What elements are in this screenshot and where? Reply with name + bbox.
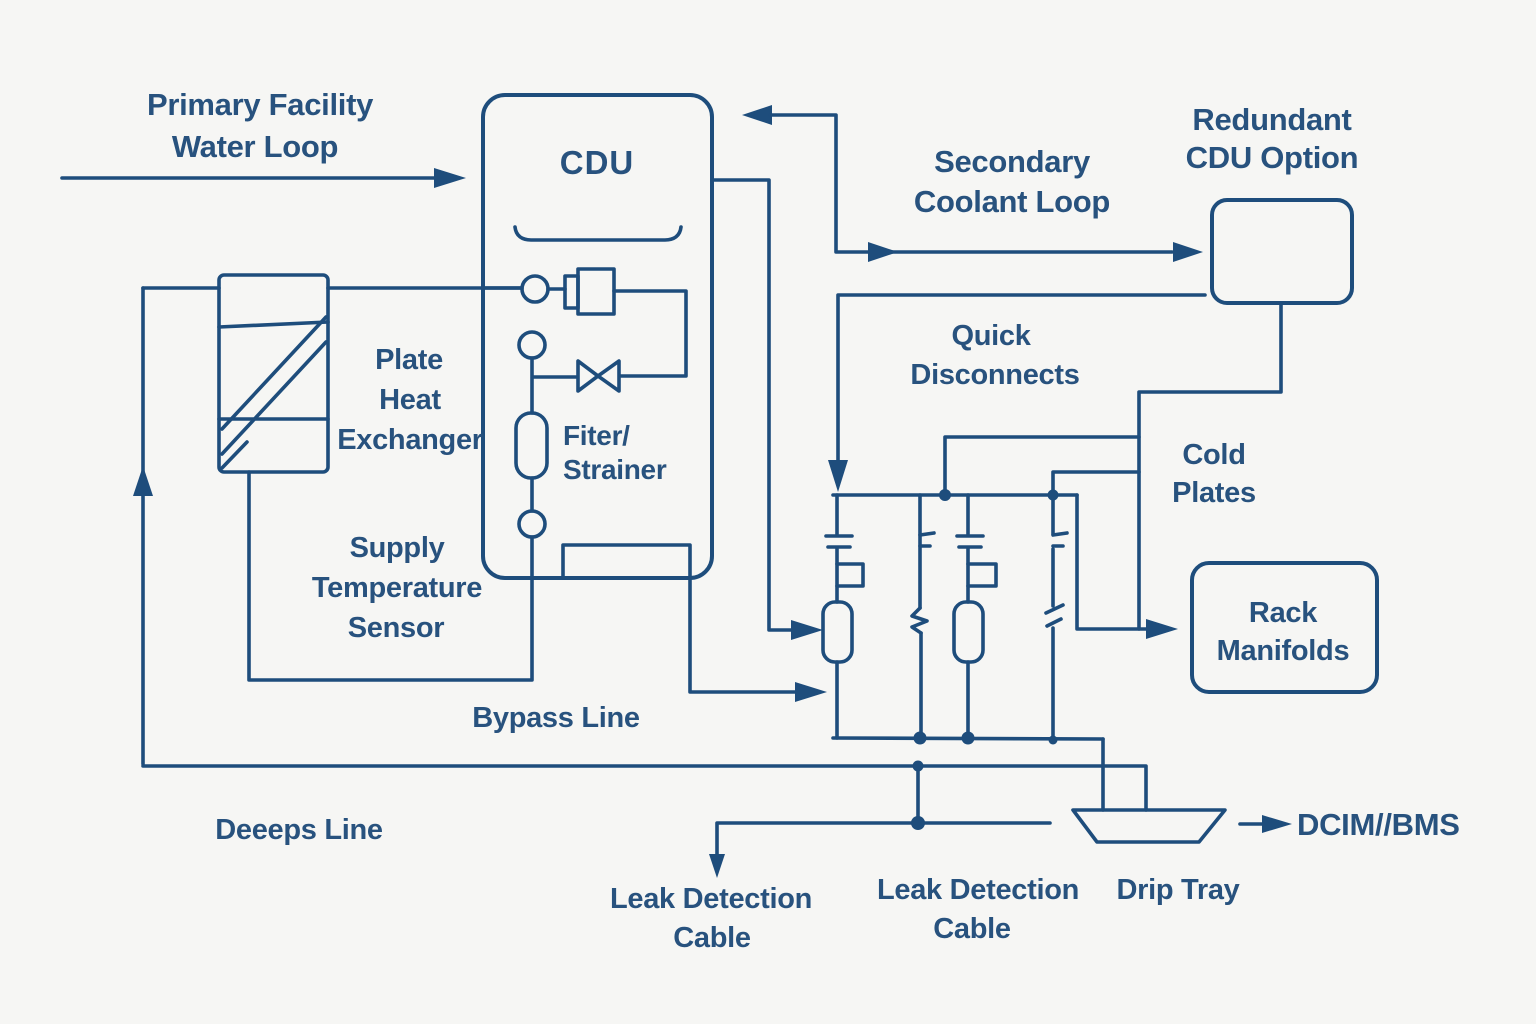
arrow-up-icon (133, 466, 153, 496)
label-drip-tray: Drip Tray (1116, 874, 1239, 906)
arrow-right-icon (434, 168, 466, 188)
junction-dot (1047, 489, 1059, 501)
pump-icon (563, 267, 616, 316)
sensor-circle-icon (517, 509, 547, 539)
arrow-right-icon (1173, 242, 1203, 262)
sensor-circle-icon (517, 330, 547, 360)
label-redundant-cdu-line2: CDU Option (1186, 140, 1359, 175)
cdu-bottom-tab (561, 543, 692, 580)
arrow-right-icon (1146, 619, 1178, 639)
label-cold-plates-line2: Plates (1172, 477, 1256, 509)
sensor-flag-icon (835, 562, 865, 588)
drip-tray-icon (1071, 808, 1227, 844)
label-redundant-cdu-line1: Redundant (1192, 102, 1351, 137)
valve-icon (576, 359, 621, 393)
label-cold-plates-line1: Cold (1182, 439, 1245, 471)
cdu-internals (481, 267, 688, 539)
label-deeeps-line: Deeeps Line (215, 814, 383, 846)
manifold-branch (910, 493, 936, 740)
cdu-smile-curve-icon (513, 225, 683, 242)
cold-plate-link-pipe (943, 435, 1141, 497)
label-plate-hx-line2: Heat (379, 384, 441, 416)
arrow-right-icon (1262, 815, 1292, 833)
label-supply-sensor-line2: Temperature (312, 572, 482, 604)
capsule-icon (821, 600, 854, 664)
dcim-bms-arrow (1238, 815, 1292, 833)
manifold (821, 435, 1178, 812)
label-cdu: CDU (560, 144, 635, 181)
label-plate-hx-line3: Exchanger (337, 424, 483, 456)
junction-dot (961, 731, 975, 745)
leak-detection-cable-pipe (709, 760, 1052, 878)
arrow-down-icon (828, 460, 848, 492)
manifold-to-rack-pipe (1075, 493, 1178, 639)
cdu-supply-to-manifold (710, 178, 823, 640)
primary-water-loop-arrow (60, 168, 466, 188)
arrow-right-icon (868, 242, 898, 262)
label-supply-sensor-line3: Sensor (348, 612, 445, 644)
bottom-return-pipe (141, 764, 1148, 812)
junction-dot (939, 489, 951, 501)
arrow-down-icon (709, 854, 725, 878)
label-bypass-line: Bypass Line (472, 702, 640, 734)
left-return-riser (133, 286, 153, 766)
junction-dot (911, 816, 925, 830)
bypass-pipe (688, 576, 827, 702)
junction-dot (913, 731, 927, 745)
capsule-icon (952, 600, 985, 664)
sensor-flag-icon (966, 562, 998, 588)
secondary-loop-pipes (742, 105, 1207, 492)
manifold-branch (952, 493, 998, 740)
label-supply-sensor-line1: Supply (350, 532, 445, 564)
label-quick-disconnects-line1: Quick (951, 320, 1031, 352)
label-secondary-loop-line1: Secondary (934, 144, 1091, 179)
label-rack-manifolds-line1: Rack (1249, 597, 1318, 629)
redundant-cdu-box (1210, 198, 1354, 305)
junction-dot (912, 760, 924, 772)
plate-heat-exchanger-icon (217, 273, 330, 474)
label-secondary-loop-line2: Coolant Loop (914, 184, 1110, 219)
break-tick-icon (1044, 603, 1065, 615)
rack-manifolds-box (1190, 561, 1379, 694)
label-plate-hx-line1: Plate (375, 344, 443, 376)
sensor-circle-icon (520, 274, 550, 304)
arrow-right-icon (791, 620, 823, 640)
label-dcim-bms: DCIM//BMS (1297, 807, 1460, 842)
manifold-branch (1044, 493, 1069, 742)
redundant-cdu-return-pipe (1137, 301, 1283, 631)
label-leak-detection-1-line2: Cable (673, 922, 751, 954)
label-leak-detection-2-line2: Cable (933, 913, 1011, 945)
supply-sensor-loop-pipe (247, 470, 534, 682)
label-filter-line2: Strainer (563, 454, 667, 485)
squiggle-icon (910, 606, 929, 635)
arrow-right-icon (795, 682, 827, 702)
filter-strainer-icon (514, 411, 549, 480)
manifold-branch (821, 493, 865, 740)
label-primary-facility-line2: Water Loop (172, 129, 338, 164)
label-leak-detection-1-line1: Leak Detection (610, 883, 812, 915)
label-rack-manifolds-line2: Manifolds (1217, 635, 1350, 667)
label-quick-disconnects-line2: Disconnects (910, 359, 1079, 391)
break-tick-icon (1045, 617, 1063, 628)
label-filter-line1: Fiter/ (563, 420, 630, 451)
label-primary-facility-line1: Primary Facility (147, 87, 374, 122)
junction-dot (1048, 735, 1058, 745)
cold-plate-link-pipe (1051, 470, 1141, 497)
arrow-left-icon (742, 105, 772, 125)
label-leak-detection-2-line1: Leak Detection (877, 874, 1079, 906)
